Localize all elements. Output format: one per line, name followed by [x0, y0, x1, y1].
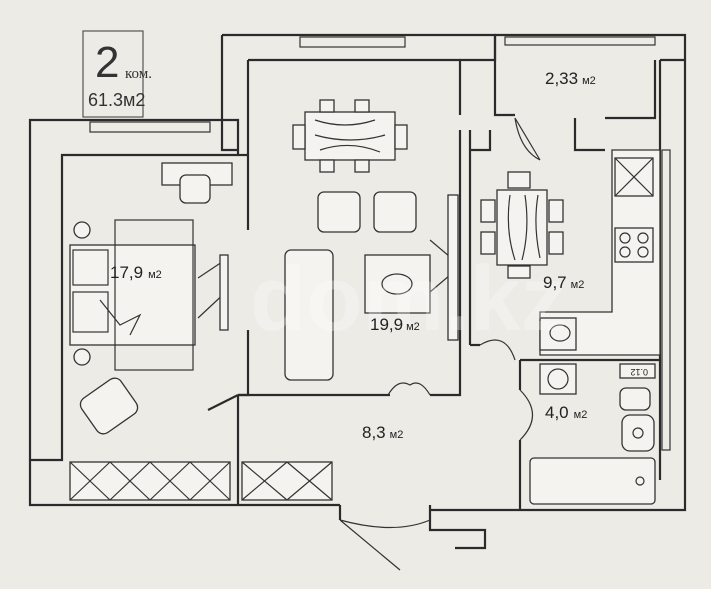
blanket-fold-icon [99, 299, 142, 336]
windows [89, 36, 671, 451]
bathtub-icon [529, 457, 656, 505]
chair-icon [354, 99, 370, 113]
sofa-icon [284, 249, 334, 381]
basin-drain-icon [632, 427, 644, 439]
window-bedroom [89, 121, 211, 133]
wardrobe-hall [241, 461, 333, 501]
kitchen-counter [539, 149, 661, 356]
bed-icon [69, 244, 196, 346]
rooms-number: 2 [95, 38, 119, 87]
coffee-table-icon [364, 254, 431, 314]
table-decor-icon [381, 273, 413, 295]
boiler-label: 0.12 [630, 367, 648, 377]
armchair-icon [79, 377, 139, 435]
wardrobe-cross-icon [241, 461, 333, 501]
nightstand-lamp-icon [73, 221, 91, 239]
entrance-door-icon [339, 519, 431, 571]
chair-icon [507, 171, 531, 189]
bedroom-chair-icon [179, 174, 211, 204]
chair-icon [548, 199, 564, 223]
chair-icon [319, 159, 335, 173]
tub-drain-icon [635, 476, 645, 486]
armchair-icon [317, 191, 361, 233]
wardrobes [69, 461, 333, 501]
toilet-icon [619, 387, 651, 411]
bathroom-fixtures: 0.12 [529, 363, 656, 505]
bedroom-furniture [69, 162, 233, 435]
pillow-icon [72, 291, 109, 333]
watermark: dom.kz [250, 248, 567, 350]
balcony-door-icon [514, 117, 541, 161]
chair-icon [319, 99, 335, 113]
stove-icon [614, 227, 654, 263]
room-count-badge: 2 ком. 61.3м2 [82, 30, 152, 118]
chair-icon [480, 199, 496, 223]
bedroom-rug [114, 219, 194, 371]
pillow-icon [72, 249, 109, 286]
tv-stand-icon [219, 254, 229, 331]
hall-double-door-icon [387, 382, 431, 396]
total-area: 61.3м2 [88, 90, 145, 110]
tv-unit-icon [447, 194, 459, 341]
rooms-label: ком. [125, 66, 152, 82]
kitchen-door-icon [479, 339, 516, 361]
fridge-cross-icon [614, 157, 654, 197]
washer-drum-icon [547, 368, 569, 390]
boiler-box [619, 363, 656, 379]
burner-icon [619, 232, 631, 244]
table-woodgrain-icon [314, 119, 386, 153]
washbasin-icon [621, 414, 655, 452]
wardrobe-bedroom [69, 461, 231, 501]
chair-icon [292, 124, 306, 150]
table-woodgrain-icon [507, 194, 541, 261]
window-kitchen [661, 149, 671, 451]
burner-icon [619, 246, 631, 258]
nightstand-lamp-icon [73, 348, 91, 366]
kitchen-furniture [480, 149, 661, 356]
chair-icon [480, 231, 496, 255]
badge-frame [82, 30, 144, 118]
sink-basin-icon [549, 324, 571, 342]
burner-icon [637, 246, 649, 258]
chair-icon [507, 265, 531, 279]
window-living [299, 36, 406, 48]
living-furniture [284, 99, 459, 381]
burner-icon [637, 232, 649, 244]
bathroom-door-icon [519, 389, 534, 441]
chair-icon [548, 231, 564, 255]
wardrobe-cross-icon [69, 461, 231, 501]
armchair-icon [373, 191, 417, 233]
window-balcony [504, 36, 656, 46]
chair-icon [394, 124, 408, 150]
chair-icon [354, 159, 370, 173]
